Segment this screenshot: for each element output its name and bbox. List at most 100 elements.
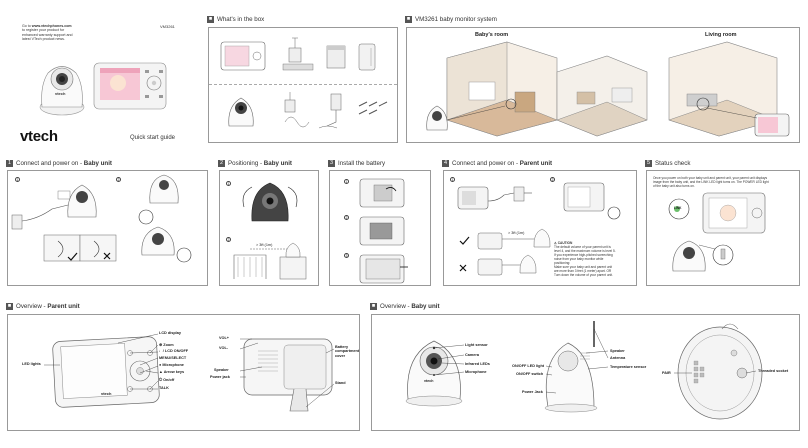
item-wall-mount bbox=[318, 93, 342, 129]
s5-link-label: LINK bbox=[674, 206, 682, 210]
label-led-lights: LED lights bbox=[22, 362, 41, 366]
parent-unit-diagram bbox=[44, 333, 335, 412]
label-threaded-socket: Threaded socket bbox=[758, 369, 789, 373]
microphone-icon: ● bbox=[159, 363, 162, 367]
label-vol-plus: VOL+ bbox=[219, 336, 230, 340]
parent-overview-panel: vtech LCD display ⊕ Zoom ♩/ LCD ON/OFF M… bbox=[7, 314, 360, 431]
s6-number: ■ bbox=[6, 303, 13, 310]
house-middle-illustration bbox=[556, 55, 648, 137]
s1-header: 1 Connect and power on - Baby unit bbox=[6, 160, 112, 167]
baby-body-brand: vtech bbox=[424, 379, 434, 383]
system-panel: Baby's room Living room bbox=[406, 27, 800, 143]
label-talk: TALK bbox=[159, 386, 169, 390]
living-room-label: Living room bbox=[705, 32, 737, 38]
s3-header: 3 Install the battery bbox=[328, 160, 386, 167]
s2-distance: > 3ft (1m) bbox=[256, 243, 273, 247]
caution-icon: ⚠ bbox=[554, 241, 557, 245]
zoom-icon: ⊕ bbox=[159, 343, 163, 347]
in-box-number: ■ bbox=[207, 16, 214, 23]
baby-overview-panel: vtech Light sensor Camera Infrared LEDs … bbox=[371, 314, 800, 431]
label-baby-speaker: Speaker bbox=[610, 349, 625, 353]
label-onoff-switch: ON/OFF switch bbox=[516, 372, 544, 376]
label-onoff-led: ON/OFF LED light bbox=[512, 364, 545, 368]
cover-product-image: vtech bbox=[39, 62, 167, 116]
label-baby-power-jack: Power Jack bbox=[522, 390, 543, 394]
item-screws bbox=[358, 101, 388, 115]
system-parent-unit bbox=[754, 113, 790, 137]
brand-logo: vtech bbox=[20, 128, 58, 145]
item-baby-unit bbox=[228, 97, 254, 127]
s4-panel: 1 2 > 3ft (1m) ⚠ CAUTION The default vol… bbox=[443, 170, 637, 286]
s4-illustration bbox=[457, 182, 621, 276]
guide-title: Quick start guide bbox=[130, 135, 176, 141]
s4-header: 4 Connect and power on - Parent unit bbox=[442, 160, 553, 167]
item-parent-unit bbox=[220, 41, 266, 71]
s3-step-1: 1 bbox=[344, 179, 349, 184]
svg-text:vtech: vtech bbox=[55, 91, 66, 96]
in-box-panel bbox=[208, 27, 398, 143]
s3-illustration bbox=[359, 178, 408, 284]
label-menu-select: MENU/SELECT bbox=[159, 356, 187, 360]
label-arrow-keys: ▲ Arrow keys bbox=[159, 370, 185, 374]
item-adapters bbox=[282, 37, 314, 71]
label-infrared-leds: Infrared LEDs bbox=[465, 362, 490, 366]
label-baby-microphone: Microphone bbox=[465, 370, 487, 374]
s2-step-2: 2 bbox=[226, 237, 231, 242]
arrow-keys-icon: ▲ bbox=[159, 370, 163, 374]
label-light-sensor: Light sensor bbox=[465, 343, 488, 347]
item-battery-cover bbox=[358, 43, 376, 71]
label-onoff: ⏻ On/off bbox=[159, 378, 175, 382]
living-room-illustration bbox=[668, 41, 778, 137]
s4-step-1: 1 bbox=[450, 177, 455, 182]
label-lcd-display: LCD display bbox=[159, 331, 181, 335]
label-zoom: ⊕ Zoom bbox=[159, 343, 174, 347]
babys-room-label: Baby's room bbox=[475, 32, 509, 38]
s5-panel: Once you power on both your baby unit an… bbox=[646, 170, 800, 286]
baby-unit-diagram bbox=[405, 321, 763, 420]
s3-panel: 1 2 3 bbox=[329, 170, 431, 286]
s5-illustration bbox=[668, 192, 766, 272]
s4-caution: ⚠ CAUTION The default volume of your par… bbox=[554, 241, 616, 277]
s4-step-2: 2 bbox=[550, 177, 555, 182]
s1-panel: 1 2 bbox=[7, 170, 208, 286]
in-box-header: ■ What's in the box bbox=[207, 16, 265, 23]
label-antenna: Antenna bbox=[610, 356, 626, 360]
label-temperature-sensor: Temperature sensor bbox=[610, 365, 647, 369]
label-battery-cover: Battery compartment cover bbox=[335, 345, 360, 358]
s2-panel: 1 2 > 3ft (1m) bbox=[219, 170, 319, 286]
s2-header: 2 Positioning - Baby unit bbox=[218, 160, 292, 167]
s6-header: ■ Overview - Parent unit bbox=[6, 303, 80, 310]
register-link[interactable]: www.vtechphones.com bbox=[31, 24, 72, 28]
s7-number: ■ bbox=[370, 303, 377, 310]
item-battery bbox=[326, 45, 346, 69]
label-speaker: Speaker bbox=[214, 368, 229, 372]
system-number: ■ bbox=[405, 16, 412, 23]
item-adapter-baby bbox=[284, 92, 310, 128]
label-microphone: ● Microphone bbox=[159, 363, 184, 367]
s5-text: Once you power on both your baby unit an… bbox=[653, 176, 769, 188]
s7-header: ■ Overview - Baby unit bbox=[370, 303, 440, 310]
s3-step-3: 3 bbox=[344, 253, 349, 258]
speaker-icon: ♩ bbox=[159, 349, 163, 353]
s2-illustration bbox=[233, 182, 307, 280]
house-illustration bbox=[426, 41, 790, 137]
intro-text: Go to www.vtechphones.com to register yo… bbox=[22, 24, 73, 42]
label-pair: PAIR bbox=[662, 371, 671, 375]
in-box-items bbox=[220, 37, 388, 129]
parent-screen-brand: vtech bbox=[101, 391, 112, 396]
system-baby-unit bbox=[426, 105, 448, 131]
system-header: ■ VM3261 baby monitor system bbox=[405, 16, 497, 23]
label-camera: Camera bbox=[465, 353, 479, 357]
power-icon: ⏻ bbox=[159, 378, 163, 382]
label-lcd-onoff: ♩/ LCD ON/OFF bbox=[159, 349, 189, 353]
s2-step-1: 1 bbox=[226, 181, 231, 186]
s4-distance: > 3ft (1m) bbox=[508, 231, 525, 235]
s1-step-2: 2 bbox=[116, 177, 121, 182]
label-stand: Stand bbox=[335, 381, 346, 385]
babys-room-illustration bbox=[446, 41, 558, 137]
model-number: VM3261 bbox=[160, 24, 175, 29]
s1-illustration bbox=[11, 174, 192, 263]
s3-step-2: 2 bbox=[344, 215, 349, 220]
label-vol-minus: VOL- bbox=[219, 346, 229, 350]
s5-header: 5 Status check bbox=[645, 160, 691, 167]
